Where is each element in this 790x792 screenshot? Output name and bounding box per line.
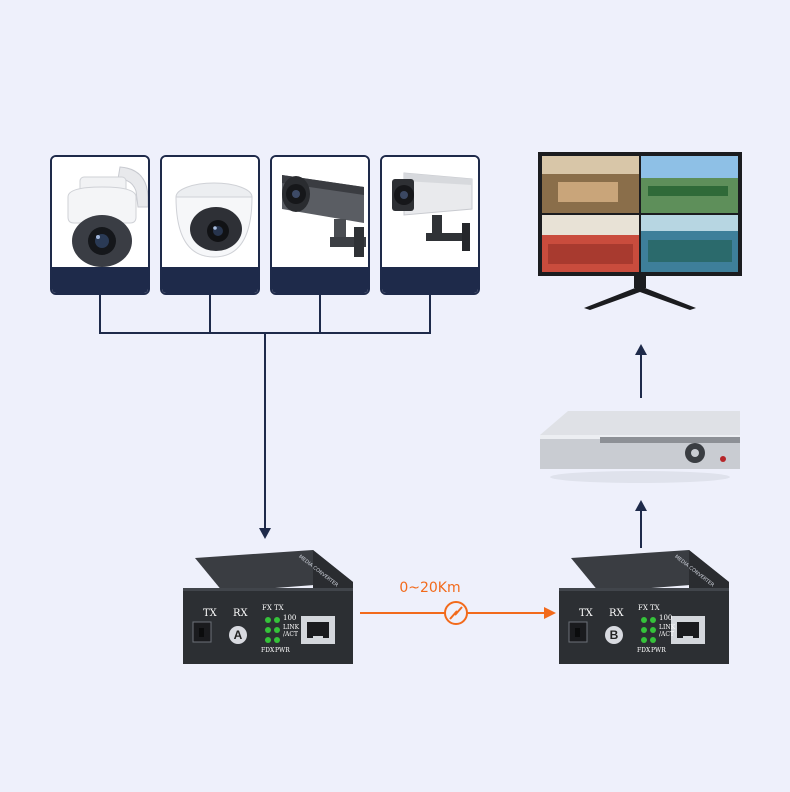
fdx-label: FDX	[261, 647, 275, 654]
camera-card-1	[50, 155, 150, 295]
rx-label: RX	[233, 608, 248, 619]
camera-card-3	[270, 155, 370, 295]
rx-label: RX	[609, 608, 624, 619]
speed-label: 100	[659, 614, 673, 622]
node-a-badge: A	[229, 626, 247, 644]
tx-label: TX	[203, 608, 217, 619]
fdx-label: FDX	[637, 647, 651, 654]
arrow-up-icon	[635, 344, 647, 355]
camera-wire-1	[99, 295, 101, 333]
camera-bus	[99, 332, 431, 334]
arrow-down-icon	[259, 528, 271, 539]
monitor-uplink-wire	[640, 354, 642, 398]
link-label: LINK	[659, 624, 676, 631]
fx-label: FX	[262, 604, 272, 612]
camera-card-4	[380, 155, 480, 295]
distance-label: 0~20Km	[399, 580, 461, 596]
media-converter-a: MEDIA CONVERTER TX RX A FX TX 100 LINK /…	[183, 548, 355, 666]
nvr-uplink-wire	[640, 510, 642, 548]
camera-wire-4	[429, 295, 431, 333]
trunk-wire	[264, 334, 266, 534]
act-label: /ACT	[283, 631, 298, 638]
link-label: LINK	[283, 624, 300, 631]
tx-label: TX	[579, 608, 593, 619]
tx-led-label: TX	[274, 604, 284, 612]
media-converter-b: MEDIA CONVERTER TX RX B FX TX 100 LINK /…	[559, 548, 731, 666]
fx-label: FX	[638, 604, 648, 612]
camera-wire-2	[209, 295, 211, 333]
camera-card-2	[160, 155, 260, 295]
camera-wire-3	[319, 295, 321, 333]
pwr-label: PWR	[651, 647, 666, 654]
tx-led-label: TX	[650, 604, 660, 612]
monitor	[538, 152, 742, 310]
fiber-link	[360, 601, 556, 625]
act-label: /ACT	[659, 631, 674, 638]
pwr-label: PWR	[275, 647, 290, 654]
arrow-up-icon	[635, 500, 647, 511]
node-b-badge: B	[605, 626, 623, 644]
speed-label: 100	[283, 614, 297, 622]
nvr-recorder	[540, 411, 740, 483]
